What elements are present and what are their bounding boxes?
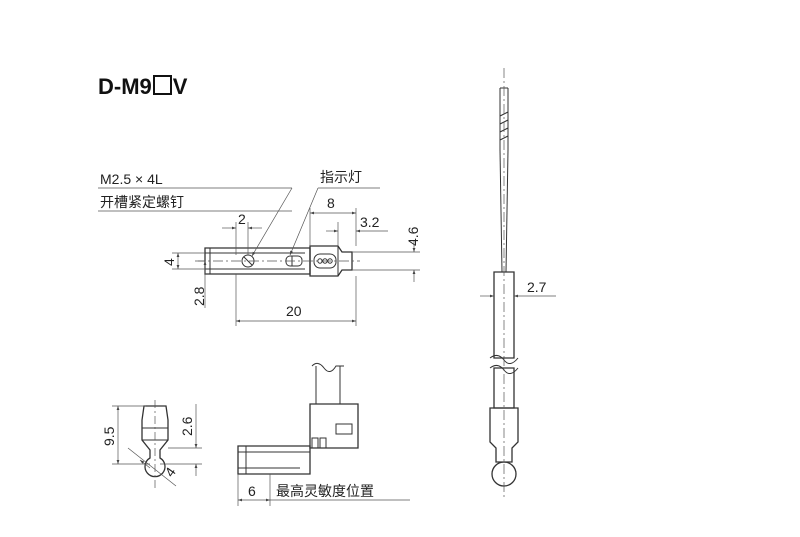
dim-9-5: 9.5	[101, 426, 117, 446]
side-view-body	[237, 445, 311, 475]
dim-2-7: 2.7	[527, 279, 547, 295]
end-view: 9.5 2.6 4	[101, 400, 202, 490]
end-view-outline	[141, 405, 169, 478]
side-view-head	[309, 403, 359, 449]
model-variant-box	[152, 75, 172, 95]
top-view: M2.5 × 4L 开槽紧定螺钉 指示灯 2 8 3.2 4.6 4	[98, 169, 421, 326]
dim-20: 20	[286, 303, 302, 319]
dim-2-8: 2.8	[191, 286, 207, 306]
model-suffix: V	[172, 74, 188, 99]
dim-3-2: 3.2	[360, 214, 380, 230]
side-view: 6 最高灵敏度位置	[237, 362, 410, 506]
dim-4: 4	[161, 258, 177, 266]
cable-upper	[493, 271, 515, 359]
dim-4-diag: 4	[161, 464, 179, 480]
max-sensitivity-label: 最高灵敏度位置	[276, 483, 374, 499]
dim-2: 2	[238, 211, 246, 227]
indicator-label: 指示灯	[320, 169, 362, 185]
cable-connector	[489, 407, 519, 463]
screw-name-label: 开槽紧定螺钉	[100, 194, 184, 210]
screw-spec-label: M2.5 × 4L	[100, 171, 163, 187]
dim-8: 8	[327, 195, 335, 211]
dim-2-6: 2.6	[179, 416, 195, 436]
dim-4-6: 4.6	[405, 226, 421, 246]
model-prefix: D-M9	[98, 74, 152, 99]
cable-view: 2.7	[480, 68, 556, 500]
dim-6: 6	[248, 483, 256, 499]
model-title: D-M9 V	[98, 74, 187, 100]
